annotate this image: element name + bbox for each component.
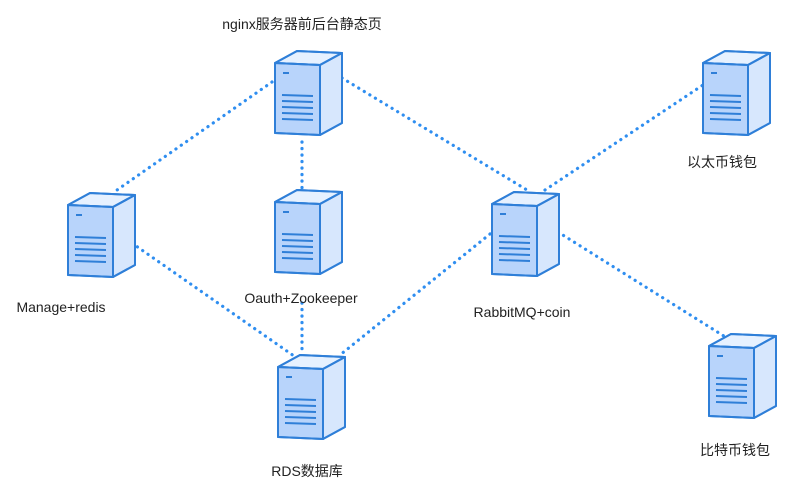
server-label-oauth: Oauth+Zookeeper xyxy=(244,290,358,306)
server-label-rabbit: RabbitMQ+coin xyxy=(473,304,571,320)
link-manage-rds xyxy=(114,230,296,358)
server-label-btc: 比特币钱包 xyxy=(700,442,770,458)
link-rabbit-rds xyxy=(338,232,492,357)
server-rabbit-icon xyxy=(491,191,560,277)
server-label-eth: 以太币钱包 xyxy=(687,154,757,170)
server-rds-icon xyxy=(277,354,346,440)
link-nginx-manage xyxy=(115,80,274,192)
server-manage-icon xyxy=(67,192,136,278)
links-layer xyxy=(114,76,729,358)
server-label-nginx: nginx服务器前后台静态页 xyxy=(222,16,382,32)
link-nginx-rabbit xyxy=(340,76,529,192)
server-label-manage: Manage+redis xyxy=(16,299,106,315)
server-btc-icon xyxy=(708,333,777,419)
servers-layer xyxy=(67,50,777,440)
server-nginx-icon xyxy=(274,50,343,136)
server-eth-icon xyxy=(702,50,771,136)
link-rabbit-eth xyxy=(543,83,705,192)
server-label-rds: RDS数据库 xyxy=(271,463,343,479)
link-rabbit-btc xyxy=(556,230,729,340)
server-oauth-icon xyxy=(274,189,343,275)
